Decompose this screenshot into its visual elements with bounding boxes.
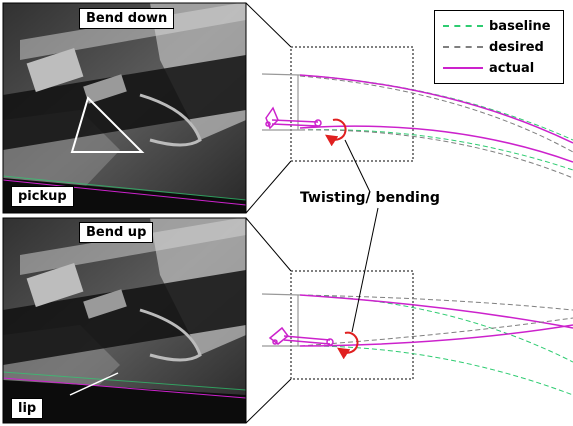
bottom-baseline-lower [299,345,573,396]
zoom-connectors [245,2,292,424]
legend: baseline desired actual [434,10,564,84]
bottom-zoom-box [290,270,414,380]
top-schematic [261,46,573,179]
legend-label: desired [489,39,544,55]
legend-swatch-desired [443,46,483,48]
bottom-twist-arrow [336,331,359,360]
bottom-linkage [268,326,334,346]
bottom-actual-lower [299,324,573,347]
legend-swatch-actual [443,67,483,69]
top-twist-arrow [324,118,347,147]
top-panel-label: Bend down [79,8,175,29]
bottom-baseline-upper [299,294,573,363]
bottom-desired-upper [299,294,573,311]
top-zoom-box [290,46,414,162]
pickup-callout: pickup [11,186,74,207]
top-photo [2,2,247,213]
twist-annotation: Twisting/ bending [300,190,440,206]
bottom-desired-lower [299,317,573,347]
top-linkage [265,106,322,130]
top-baseline-lower [299,129,573,171]
top-actual-upper [299,74,573,144]
legend-item-actual: actual [443,59,534,77]
legend-item-desired: desired [443,38,544,56]
top-actual-lower [299,125,573,163]
callout-leaders [344,139,379,333]
legend-label: actual [489,60,535,76]
top-desired-upper [299,75,573,153]
legend-item-baseline: baseline [443,17,551,35]
bottom-schematic [261,270,573,396]
bottom-panel-label: Bend up [79,222,154,243]
top-photo-frame [2,2,247,214]
legend-swatch-baseline [443,25,483,27]
bottom-photo [2,217,247,423]
legend-label: baseline [489,18,551,34]
lip-callout: lip [11,398,44,419]
bottom-photo-frame [2,217,247,424]
